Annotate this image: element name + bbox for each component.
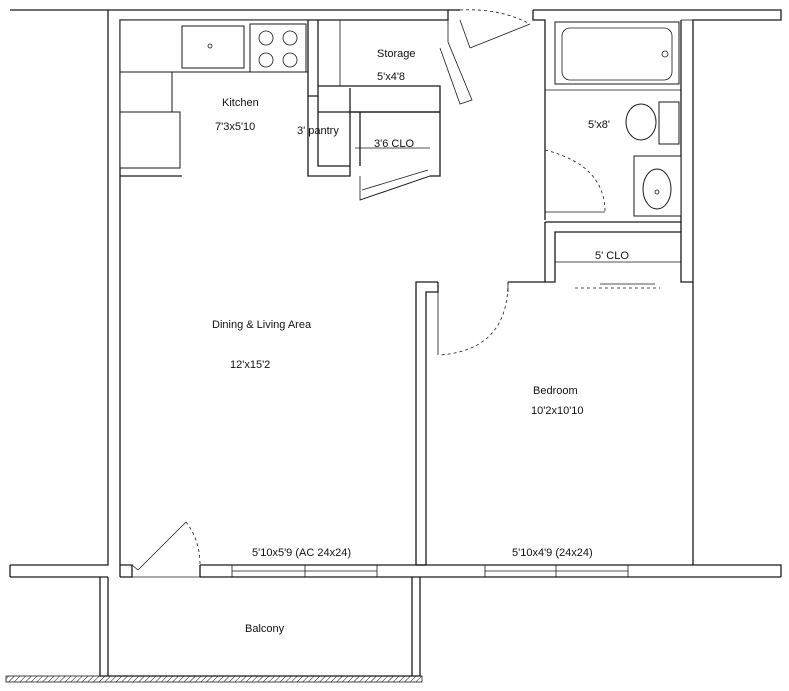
window-living — [231, 564, 378, 578]
storage-size: 5'x4'8 — [377, 71, 405, 83]
kitchen-size: 7'3x5'10 — [215, 121, 255, 133]
living-size: 12'x15'2 — [230, 359, 270, 371]
window-living-label: 5'10x5'9 (AC 24x24) — [252, 547, 351, 559]
closet-bed-label: 5' CLO — [595, 250, 629, 262]
bathroom-fixtures — [544, 21, 682, 217]
balcony-structure — [5, 577, 423, 683]
window-bed-label: 5'10x4'9 (24x24) — [512, 547, 593, 559]
balcony-label: Balcony — [245, 623, 285, 635]
bath-size: 5'x8' — [588, 119, 610, 131]
bedroom-walls — [415, 222, 693, 566]
pantry-label: 3' pantry — [297, 125, 339, 137]
kitchen-counters — [119, 19, 309, 177]
living-label: Dining & Living Area — [212, 319, 312, 331]
bedroom-size: 10'2x10'10 — [531, 405, 584, 417]
storage-label: Storage — [377, 48, 416, 60]
bedroom-label: Bedroom — [533, 385, 578, 397]
closet-small-label: 3'6 CLO — [374, 138, 414, 150]
balcony-door — [131, 521, 201, 578]
storage-pantry-walls — [307, 9, 531, 201]
kitchen-label: Kitchen — [222, 97, 259, 109]
window-bedroom — [484, 564, 629, 578]
